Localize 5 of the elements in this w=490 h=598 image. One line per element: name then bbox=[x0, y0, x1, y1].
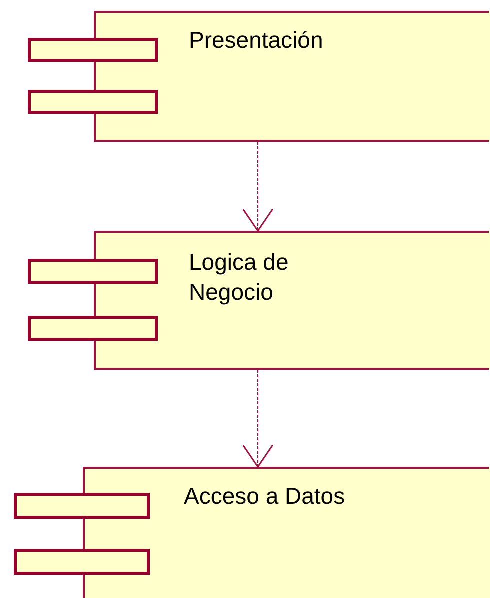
component-name: Presentación bbox=[189, 26, 324, 55]
dependency-arrow bbox=[242, 142, 274, 232]
component-name: Acceso a Datos bbox=[184, 482, 346, 511]
dependency-arrow bbox=[242, 370, 274, 468]
component-name: Logica de Negocio bbox=[189, 248, 290, 307]
